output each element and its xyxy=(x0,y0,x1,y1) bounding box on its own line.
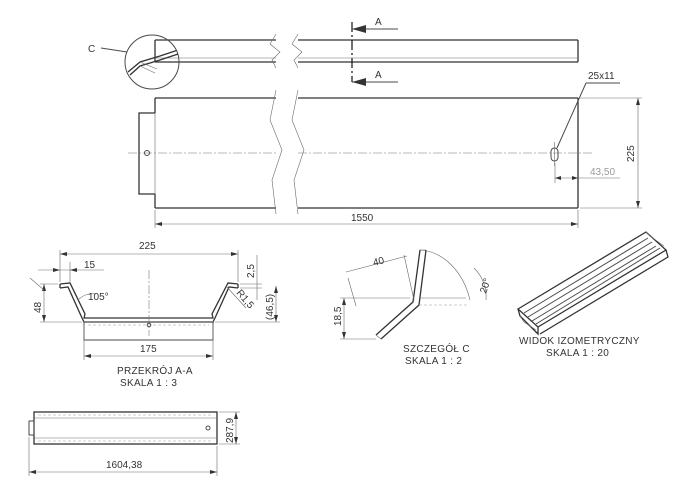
flat-pattern: 287,9 1604,38 xyxy=(28,411,240,476)
dim-length-1550: 1550 xyxy=(351,213,374,224)
section-aa-scale: SKALA 1 : 3 xyxy=(120,378,177,389)
dim-bottom-175: 175 xyxy=(140,344,157,355)
top-view xyxy=(154,33,579,69)
detail-c-scale: SKALA 1 : 2 xyxy=(405,356,462,367)
detail-dim-40: 40 xyxy=(372,255,386,269)
dim-flange-15: 15 xyxy=(84,260,96,271)
detail-c: 40 18,5 20° SZCZEGÓŁ C SKALA 1 : 2 xyxy=(333,249,494,367)
front-view: 25x11 43,50 225 1550 xyxy=(128,71,642,228)
slot-size-label: 25x11 xyxy=(588,71,615,82)
section-marker-bottom: A xyxy=(375,70,382,81)
dim-depth-465: (46,5) xyxy=(265,294,276,320)
dim-width-225: 225 xyxy=(626,145,637,162)
dim-flat-length: 1604,38 xyxy=(106,460,143,471)
dim-height-48: 48 xyxy=(33,301,44,313)
section-aa: 225 15 48 105° 2,5 (46,5) R1,5 xyxy=(29,241,280,389)
isometric-title: WIDOK IZOMETRYCZNY xyxy=(519,336,640,347)
section-cut-line: A A xyxy=(351,17,398,86)
detail-c-label: C xyxy=(88,44,95,55)
section-aa-title: PRZEKRÓJ A-A xyxy=(117,364,193,377)
detail-angle-20: 20° xyxy=(478,277,493,295)
dim-section-top: 225 xyxy=(139,241,156,252)
detail-c-marker: C xyxy=(88,34,180,90)
isometric-view: WIDOK IZOMETRYCZNY SKALA 1 : 20 xyxy=(516,231,669,359)
dim-angle-105: 105° xyxy=(88,292,109,303)
detail-dim-185: 18,5 xyxy=(333,306,344,326)
isometric-scale: SKALA 1 : 20 xyxy=(546,348,609,359)
dim-radius: R1,5 xyxy=(234,288,256,312)
detail-c-title: SZCZEGÓŁ C xyxy=(403,342,470,355)
dim-slot-offset: 43,50 xyxy=(590,167,615,178)
section-marker-top: A xyxy=(375,17,382,28)
dim-lip-25: 2,5 xyxy=(246,264,257,278)
dim-flat-width: 287,9 xyxy=(225,418,236,443)
